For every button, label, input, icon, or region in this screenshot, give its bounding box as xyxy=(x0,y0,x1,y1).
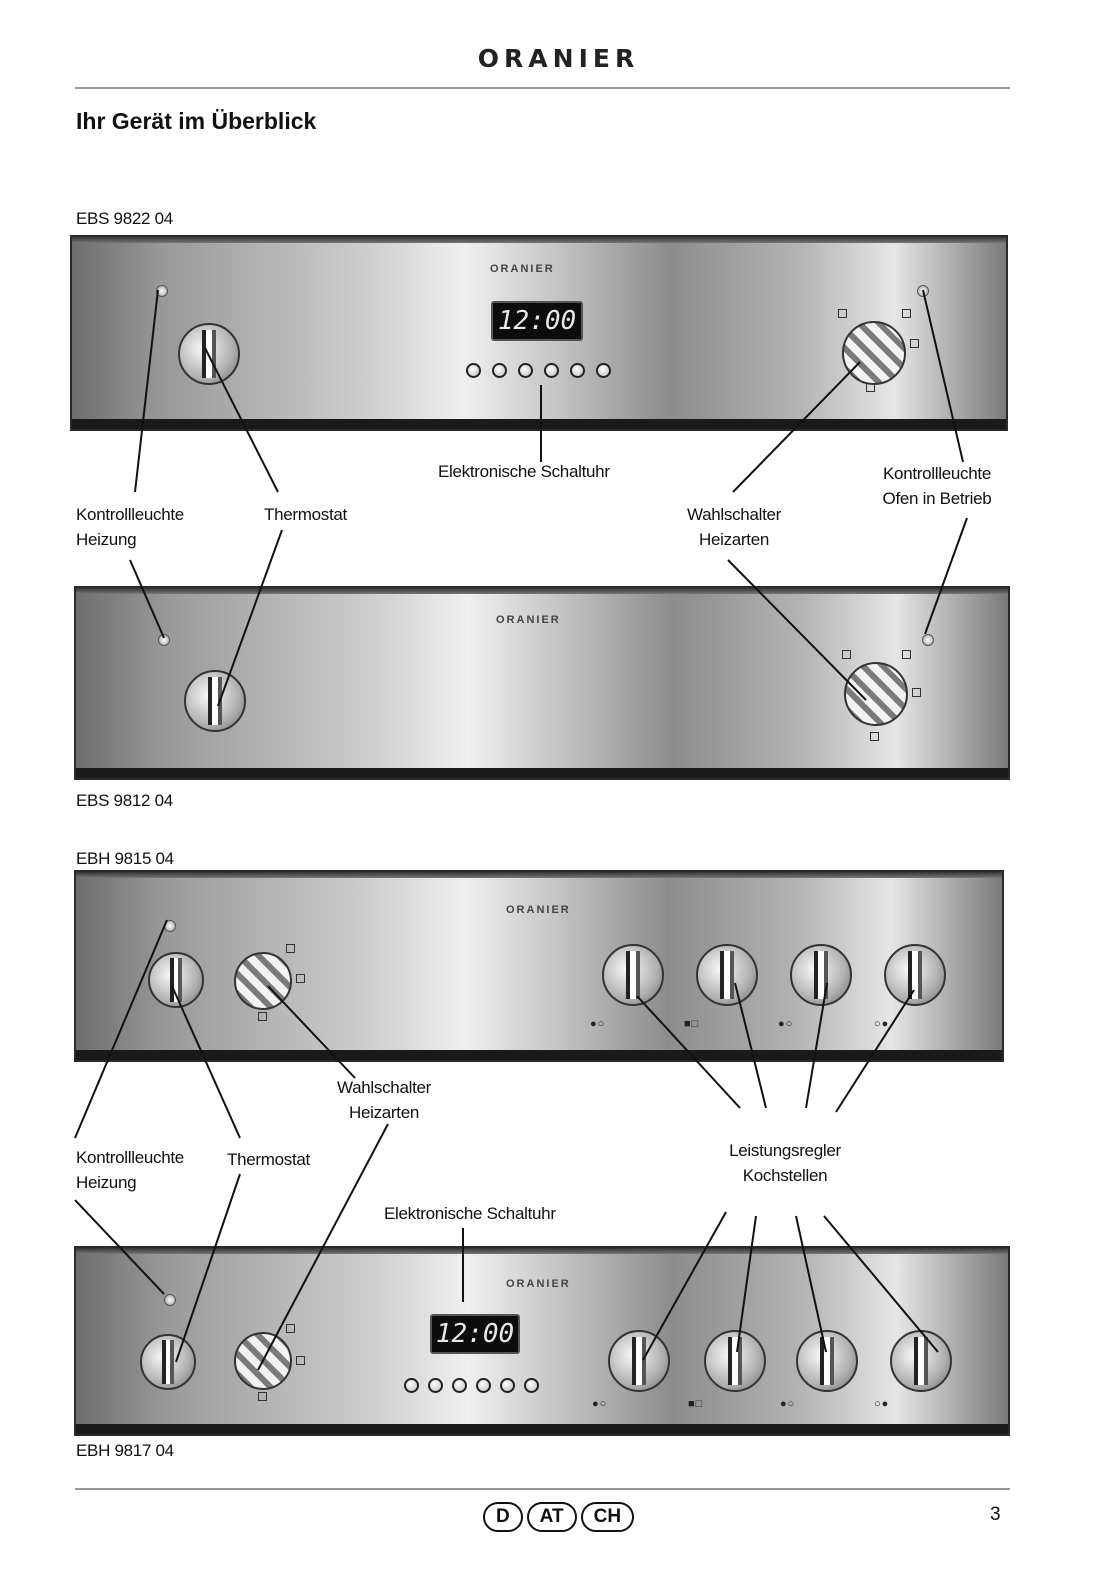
clock-button-3[interactable] xyxy=(518,363,533,378)
hob-power-knob-2[interactable] xyxy=(696,944,758,1006)
hob-zone-icon: ●○ xyxy=(590,1018,606,1030)
hob-zone-icon: ○● xyxy=(874,1398,890,1410)
label-thermostat: Thermostat xyxy=(227,1150,310,1169)
thermostat-knob[interactable] xyxy=(140,1334,196,1390)
clock-button-4[interactable] xyxy=(544,363,559,378)
clock-button-3[interactable] xyxy=(452,1378,467,1393)
header-rule xyxy=(75,87,1010,89)
panel-brand: ORANIER xyxy=(496,614,561,626)
hob-power-knob-3[interactable] xyxy=(796,1330,858,1392)
clock-button-2[interactable] xyxy=(428,1378,443,1393)
footer-rule xyxy=(75,1488,1010,1490)
label-elektronische-schaltuhr: Elektronische Schaltuhr xyxy=(438,462,610,481)
control-panel-ebh9815: ORANIER ●○ ■□ ●○ ○● xyxy=(74,870,1004,1062)
label-kontrollleuchte-heizung: Kontrollleuchte Heizung xyxy=(76,1148,184,1192)
page-title: Ihr Gerät im Überblick xyxy=(76,108,317,134)
label-thermostat: Thermostat xyxy=(264,505,347,524)
mode-symbol-icon xyxy=(258,1012,267,1021)
thermostat-knob[interactable] xyxy=(178,323,240,385)
mode-symbol-icon xyxy=(912,688,921,697)
mode-symbol-icon xyxy=(838,309,847,318)
heating-indicator-lamp xyxy=(158,634,170,646)
hob-zone-icon: ●○ xyxy=(780,1398,796,1410)
hob-zone-icon: ■□ xyxy=(684,1018,700,1030)
clock-button-4[interactable] xyxy=(476,1378,491,1393)
hob-power-knob-2[interactable] xyxy=(704,1330,766,1392)
mode-symbol-icon xyxy=(286,944,295,953)
panel-brand: ORANIER xyxy=(506,1278,571,1290)
country-badge-d: D xyxy=(482,1502,523,1532)
mode-selector-knob[interactable] xyxy=(234,1332,292,1390)
clock-button-2[interactable] xyxy=(492,363,507,378)
hob-power-knob-1[interactable] xyxy=(608,1330,670,1392)
oranier-logo: ORANIER xyxy=(477,44,640,73)
label-kontrollleuchte-ofen: Kontrollleuchte Ofen in Betrieb xyxy=(882,464,992,508)
oven-on-indicator-lamp xyxy=(922,634,934,646)
hob-zone-icon: ●○ xyxy=(592,1398,608,1410)
mode-symbol-icon xyxy=(910,339,919,348)
hob-power-knob-1[interactable] xyxy=(602,944,664,1006)
hob-power-knob-3[interactable] xyxy=(790,944,852,1006)
label-wahlschalter-heizarten: Wahlschalter Heizarten xyxy=(686,505,782,549)
label-kontrollleuchte-heizung: Kontrollleuchte Heizung xyxy=(76,505,184,549)
mode-symbol-icon xyxy=(286,1324,295,1333)
clock-button-6[interactable] xyxy=(596,363,611,378)
model-label-ebh9815: EBH 9815 04 xyxy=(76,849,174,868)
heating-indicator-lamp xyxy=(156,285,168,297)
clock-button-5[interactable] xyxy=(570,363,585,378)
panel-brand: ORANIER xyxy=(490,263,555,275)
control-panel-ebs9822: ORANIER 12:00 xyxy=(70,235,1008,431)
label-elektronische-schaltuhr: Elektronische Schaltuhr xyxy=(384,1204,556,1223)
control-panel-ebs9812: ORANIER xyxy=(74,586,1010,780)
mode-symbol-icon xyxy=(296,974,305,983)
hob-zone-icon: ■□ xyxy=(688,1398,704,1410)
mode-selector-knob[interactable] xyxy=(844,662,908,726)
model-label-ebs9822: EBS 9822 04 xyxy=(76,209,173,228)
label-wahlschalter-heizarten: Wahlschalter Heizarten xyxy=(336,1078,432,1122)
label-leistungsregler-kochstellen: Leistungsregler Kochstellen xyxy=(729,1141,841,1185)
hob-zone-icon: ○● xyxy=(874,1018,890,1030)
model-label-ebh9817: EBH 9817 04 xyxy=(76,1441,174,1460)
control-panel-ebh9817: ORANIER 12:00 ●○ ■□ ●○ ○● xyxy=(74,1246,1010,1436)
clock-button-1[interactable] xyxy=(404,1378,419,1393)
mode-symbol-icon xyxy=(296,1356,305,1365)
hob-zone-icon: ●○ xyxy=(778,1018,794,1030)
clock-button-6[interactable] xyxy=(524,1378,539,1393)
page-number: 3 xyxy=(990,1504,1001,1525)
country-badge-ch: CH xyxy=(580,1502,635,1532)
country-badge-at: AT xyxy=(526,1502,577,1532)
mode-symbol-icon xyxy=(866,383,875,392)
panel-brand: ORANIER xyxy=(506,904,571,916)
model-label-ebs9812: EBS 9812 04 xyxy=(76,791,173,810)
clock-button-1[interactable] xyxy=(466,363,481,378)
clock-display: 12:00 xyxy=(430,1314,520,1354)
thermostat-knob[interactable] xyxy=(148,952,204,1008)
mode-symbol-icon xyxy=(842,650,851,659)
mode-symbol-icon xyxy=(902,309,911,318)
hob-power-knob-4[interactable] xyxy=(884,944,946,1006)
clock-display: 12:00 xyxy=(491,301,583,341)
clock-button-5[interactable] xyxy=(500,1378,515,1393)
heating-indicator-lamp xyxy=(164,1294,176,1306)
mode-symbol-icon xyxy=(902,650,911,659)
mode-symbol-icon xyxy=(258,1392,267,1401)
mode-symbol-icon xyxy=(870,732,879,741)
